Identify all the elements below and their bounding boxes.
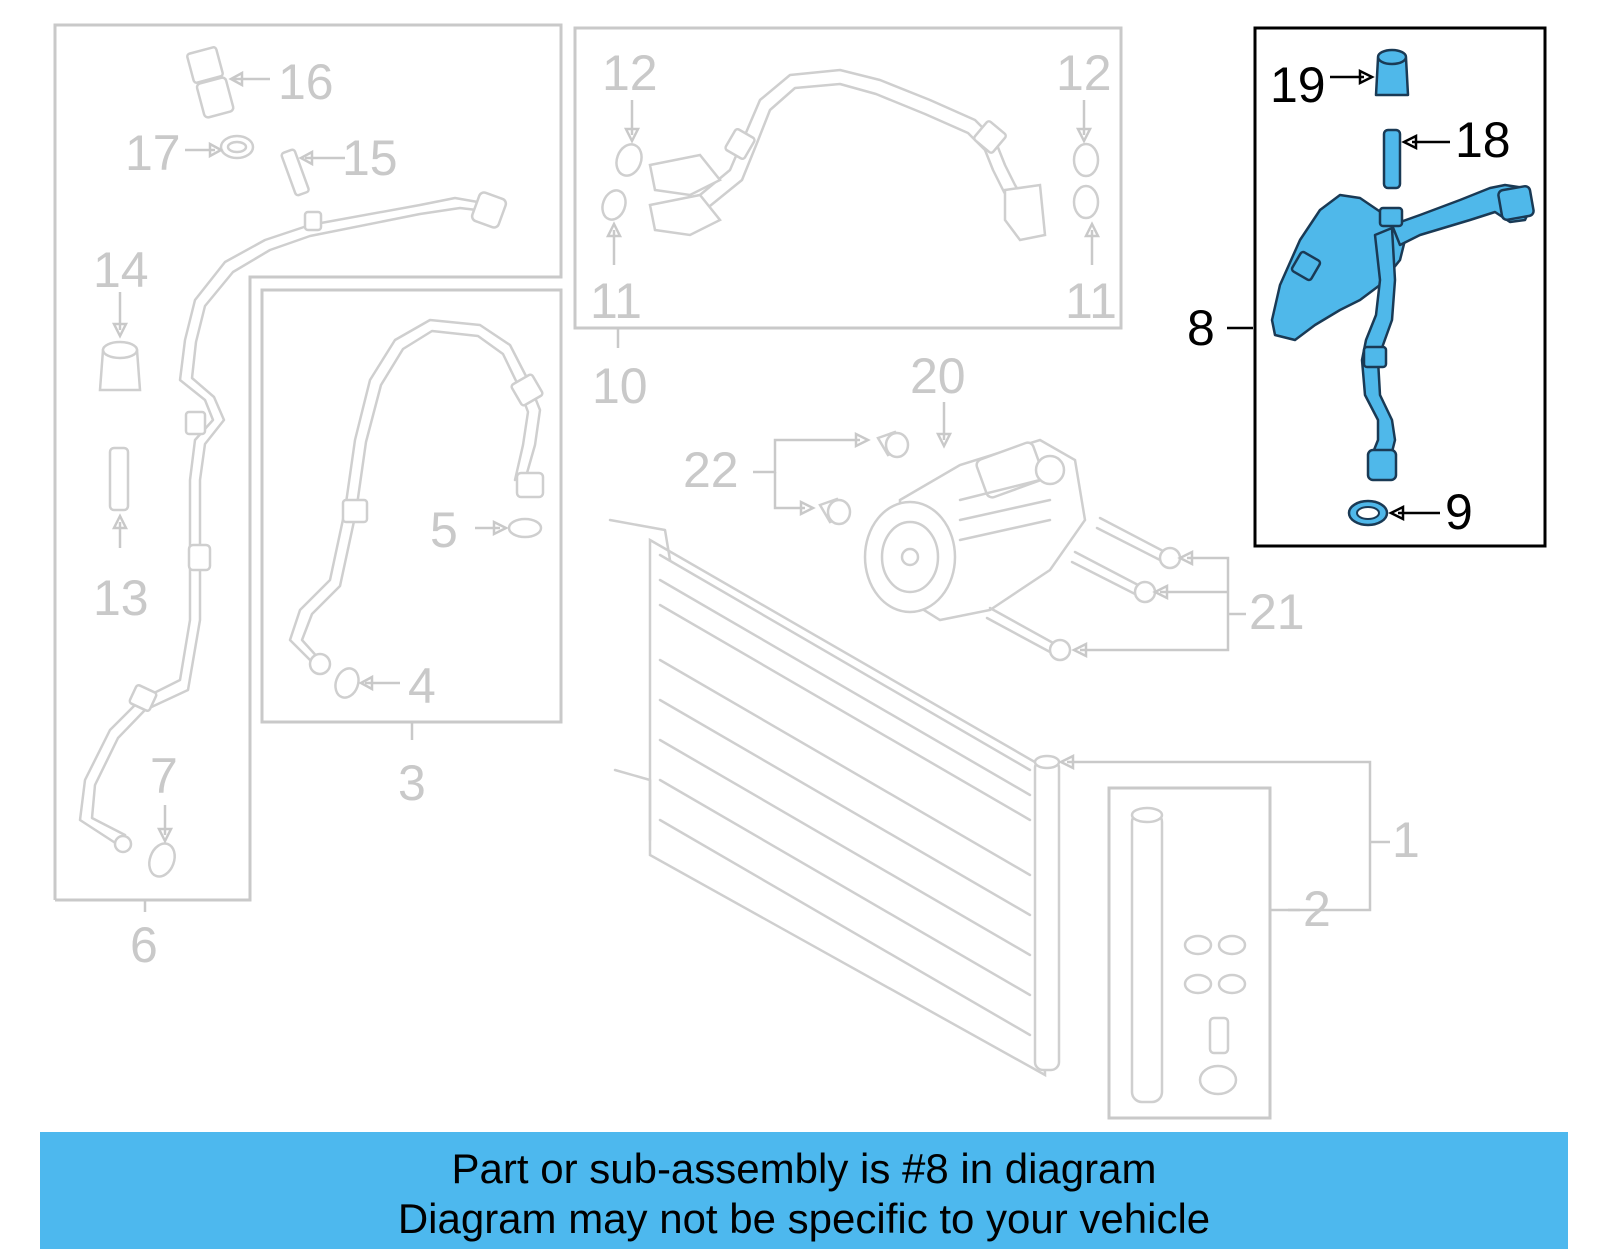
info-banner: Part or sub-assembly is #8 in diagram Di… <box>40 1132 1568 1249</box>
callout-20: 20 <box>910 348 966 404</box>
callout-3: 3 <box>398 755 426 811</box>
callout-21: 21 <box>1249 584 1305 640</box>
callout-18: 18 <box>1455 112 1511 168</box>
callout-9: 9 <box>1445 484 1473 540</box>
group-3 <box>260 288 563 740</box>
callout-16: 16 <box>278 54 334 110</box>
banner-line-2: Diagram may not be specific to your vehi… <box>397 1195 1211 1242</box>
callout-2: 2 <box>1303 881 1331 937</box>
callout-4: 4 <box>408 658 436 714</box>
callout-7: 7 <box>150 748 178 804</box>
callout-11b: 11 <box>1065 273 1117 329</box>
callout-22: 22 <box>683 442 739 498</box>
callout-8: 8 <box>1187 300 1215 356</box>
callout-12a: 12 <box>602 45 658 101</box>
condenser <box>608 518 1390 1078</box>
callout-6: 6 <box>130 917 158 973</box>
group-6 <box>53 23 563 912</box>
group-10 <box>573 26 1123 348</box>
callout-19: 19 <box>1270 57 1326 113</box>
callout-14: 14 <box>93 242 149 298</box>
callout-5: 5 <box>430 502 458 558</box>
group-8-highlighted <box>1227 26 1547 548</box>
compressor-group <box>753 402 1246 662</box>
callout-17: 17 <box>125 125 181 181</box>
callout-1: 1 <box>1392 812 1420 868</box>
callout-12b: 12 <box>1056 45 1112 101</box>
callout-15: 15 <box>342 130 398 186</box>
callout-13: 13 <box>93 570 149 626</box>
callout-11a: 11 <box>590 273 642 329</box>
callout-10: 10 <box>592 358 648 414</box>
banner-line-1: Part or sub-assembly is #8 in diagram <box>451 1145 1157 1192</box>
group-2 <box>1107 786 1300 1120</box>
